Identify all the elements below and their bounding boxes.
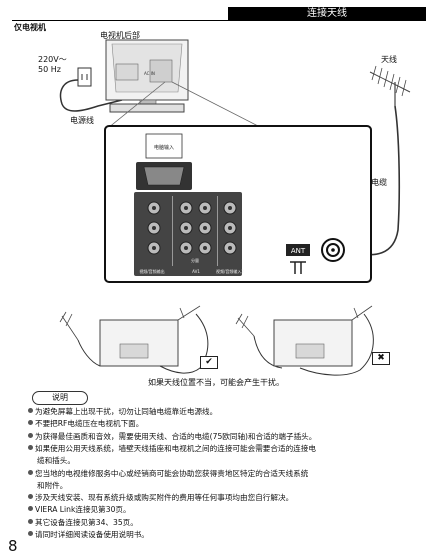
example-caption: 如果天线位置不当，可能会产生干扰。 [148, 378, 284, 387]
note-item-continuation: 和附件。 [37, 480, 67, 492]
pc-input-port-icon [136, 162, 192, 190]
antenna-label: 天线 [381, 55, 397, 64]
ant-socket-icon [321, 238, 345, 262]
note-text: 请同时详细阅读设备使用说明书。 [35, 530, 149, 539]
voltage-label: 220V～ [38, 55, 67, 64]
svg-text:视频/音频输入2: 视频/音频输入2 [216, 268, 244, 274]
note-item: 涉及天线安装、现有系统升级或购买附件的费用等任何事项均由您自行解决。 [28, 492, 293, 504]
note-item: 请同时详细阅读设备使用说明书。 [28, 529, 149, 541]
wall-socket-icon [77, 67, 92, 87]
notes-badge: 说明 [32, 391, 88, 405]
svg-text:ANT: ANT [291, 247, 306, 255]
rf-cable-icon [351, 105, 401, 256]
bullet-icon [28, 494, 33, 499]
bad-placement-example [235, 305, 374, 376]
good-placement-example [59, 305, 209, 374]
note-text: 不要把RF电缆压在电视机下面。 [35, 419, 144, 428]
note-text: 其它设备连接见第34、35页。 [35, 518, 138, 527]
bullet-icon [28, 531, 33, 536]
tv-rear-label: 电视机后部 [100, 31, 140, 40]
av-jack-icons [147, 201, 237, 255]
note-text: 如果使用公用天线系统，墙壁天线插座和电视机之间的连接可能会需要合适的连接电 [35, 444, 316, 453]
note-item-continuation: 缆和插头。 [37, 455, 75, 467]
power-cord-icon [59, 79, 123, 112]
antenna-icon [369, 65, 411, 106]
ant-label-badge [286, 244, 310, 256]
placement-examples [59, 305, 374, 376]
section-label: 仅电视机 [14, 23, 46, 32]
bullet-icon [28, 470, 33, 475]
note-item: 为获得最佳画质和音效，需要使用天线、合适的电缆(75欧同轴)和合适的端子插头。 [28, 431, 316, 443]
note-item: 为避免屏幕上出现干扰，切勿让同轴电缆靠近电源线。 [28, 406, 217, 418]
note-item: 您当地的电视维修服务中心或经销商可能会协助您获得贵地区特定的合适天线系统 [28, 468, 308, 480]
svg-text:AV1: AV1 [192, 269, 200, 274]
note-item: 如果使用公用天线系统，墙壁天线插座和电视机之间的连接可能会需要合适的连接电 [28, 443, 316, 455]
page-number: 8 [8, 537, 18, 555]
good-example-mark: ✔ [200, 356, 218, 369]
power-cord-label: 电源线 [70, 116, 94, 125]
svg-text:分量: 分量 [191, 257, 199, 263]
bad-example-mark: ✖ [372, 352, 390, 365]
frequency-label: 50 Hz [38, 65, 61, 74]
connection-diagram: AC IN 电脑输入 [59, 39, 411, 283]
bullet-icon [28, 445, 33, 450]
svg-text:AC IN: AC IN [144, 71, 155, 76]
bullet-icon [28, 433, 33, 438]
svg-text:视频/音频输出: 视频/音频输出 [139, 268, 164, 274]
svg-text:电脑输入: 电脑输入 [154, 144, 174, 151]
note-text: 涉及天线安装、现有系统升级或购买附件的费用等任何事项均由您自行解决。 [35, 493, 294, 502]
note-text: 和附件。 [37, 481, 68, 490]
bullet-icon [28, 408, 33, 413]
tv-rear-icon [105, 39, 189, 113]
note-text: 您当地的电视维修服务中心或经销商可能会协助您获得贵地区特定的合适天线系统 [35, 469, 309, 478]
bullet-icon [28, 420, 33, 425]
note-text: VIERA Link连接见第30页。 [35, 505, 131, 514]
rf-cable-label: RF电缆 [361, 178, 388, 187]
note-text: 为获得最佳画质和音效，需要使用天线、合适的电缆(75欧同轴)和合适的端子插头。 [35, 432, 317, 441]
note-text: 缆和插头。 [37, 456, 75, 465]
note-item: VIERA Link连接见第30页。 [28, 504, 131, 516]
note-text: 为避免屏幕上出现干扰，切勿让同轴电缆靠近电源线。 [35, 407, 218, 416]
note-item: 不要把RF电缆压在电视机下面。 [28, 418, 143, 430]
bullet-icon [28, 519, 33, 524]
title-rule [12, 20, 426, 21]
ant-symbol-icon [290, 261, 306, 274]
page-title: 连接天线 [228, 7, 426, 20]
note-item: 其它设备连接见第34、35页。 [28, 517, 138, 529]
bullet-icon [28, 506, 33, 511]
